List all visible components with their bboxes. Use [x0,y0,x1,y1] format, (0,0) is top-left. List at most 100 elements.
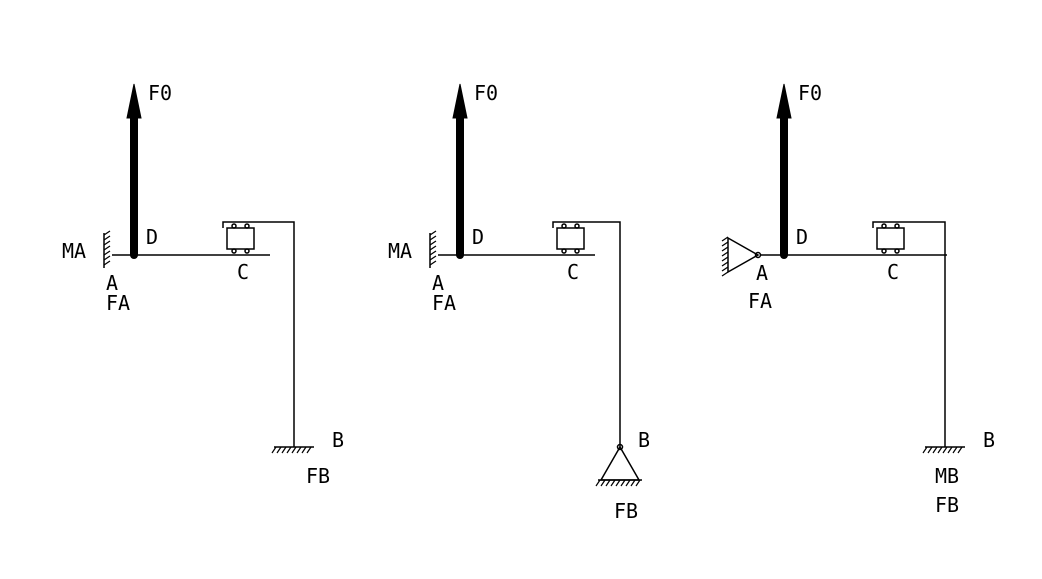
hatch-line [291,446,297,454]
hatch-line [947,446,953,454]
hatch-line [721,246,729,252]
reaction-fa-label: FA [432,291,456,315]
hatch-line [937,446,943,454]
roller-body [226,227,255,250]
point-b-label: B [638,428,650,452]
figure-1: F0D C MA AFA BFB [62,81,344,488]
hatch-line [103,255,111,261]
reaction-fb-label: FB [935,493,959,517]
roller-wheel [561,223,567,229]
roller-wheel [244,248,250,254]
hatch-line [952,446,958,454]
force-arrow-head [776,83,792,119]
hatch-line [625,479,631,487]
figure-3: F0D C A FA B MB FB [721,81,995,517]
roller-wheel [244,223,250,229]
hatch-line [721,236,729,242]
hatch-line [103,250,111,256]
hatch-line [429,250,437,256]
roller-wheel [231,223,237,229]
point-c-label: C [237,260,249,284]
hatch-line [927,446,933,454]
hatch-line [429,245,437,251]
reaction-fa-label: FA [748,289,772,313]
hatch-line [721,261,729,267]
roller-body [556,227,585,250]
point-c-label: C [887,260,899,284]
point-c-label: C [567,260,579,284]
reaction-fb-label: FB [614,499,638,523]
point-d-label: D [146,225,158,249]
point-d-label: D [472,225,484,249]
point-a-label: A [756,261,768,285]
hatch-line [429,230,437,236]
hatch-line [103,235,111,241]
hatch-line [301,446,307,454]
roller-wheel [881,223,887,229]
hatch-line [306,446,312,454]
hatch-line [942,446,948,454]
point-b-label: B [332,428,344,452]
hatch-line [103,230,111,236]
force-arrow-head [452,83,468,119]
hatch-line [721,256,729,262]
force-label: F0 [474,81,498,105]
roller-wheel [231,248,237,254]
reaction-fa-label: FA [106,291,130,315]
hatch-line [276,446,282,454]
hatch-line [635,479,641,487]
hatch-line [429,260,437,266]
roller-wheel [894,248,900,254]
hatch-line [957,446,963,454]
point-a-label: A [106,271,118,295]
hatch-line [429,240,437,246]
hatch-line [605,479,611,487]
frame-member [222,221,295,447]
hatch-line [286,446,292,454]
frame-member [552,221,621,447]
moment-b-label: MB [935,464,959,488]
hatch-line [932,446,938,454]
roller-wheel [574,223,580,229]
hatch-line [721,241,729,247]
pin-support [599,445,641,481]
moment-a-label: MA [388,239,412,263]
hatch-line [721,271,729,277]
roller-wheel [894,223,900,229]
roller-wheel [574,248,580,254]
roller-wheel [561,248,567,254]
roller-wheel [881,248,887,254]
hatch-line [281,446,287,454]
hatch-line [296,446,302,454]
hatch-line [271,446,277,454]
reaction-fb-label: FB [306,464,330,488]
hatch-line [103,240,111,246]
moment-a-label: MA [62,239,86,263]
hatch-line [610,479,616,487]
force-label: F0 [798,81,822,105]
hatch-line [615,479,621,487]
point-a-label: A [432,271,444,295]
point-b-label: B [983,428,995,452]
hatch-line [721,251,729,257]
hatch-line [922,446,928,454]
force-arrow-head [126,83,142,119]
hatch-line [103,260,111,266]
hatch-line [630,479,636,487]
pin-joint [616,443,624,451]
hatch-line [429,255,437,261]
hatch-line [620,479,626,487]
roller-body [876,227,905,250]
pin-support [727,236,760,274]
hatch-line [429,235,437,241]
frame-member [872,221,946,447]
hatch-line [595,479,601,487]
hatch-line [103,245,111,251]
point-d-label: D [796,225,808,249]
force-label: F0 [148,81,172,105]
figure-2: F0D C MA AFA B FB [388,81,650,523]
hatch-line [721,266,729,272]
hatch-line [600,479,606,487]
